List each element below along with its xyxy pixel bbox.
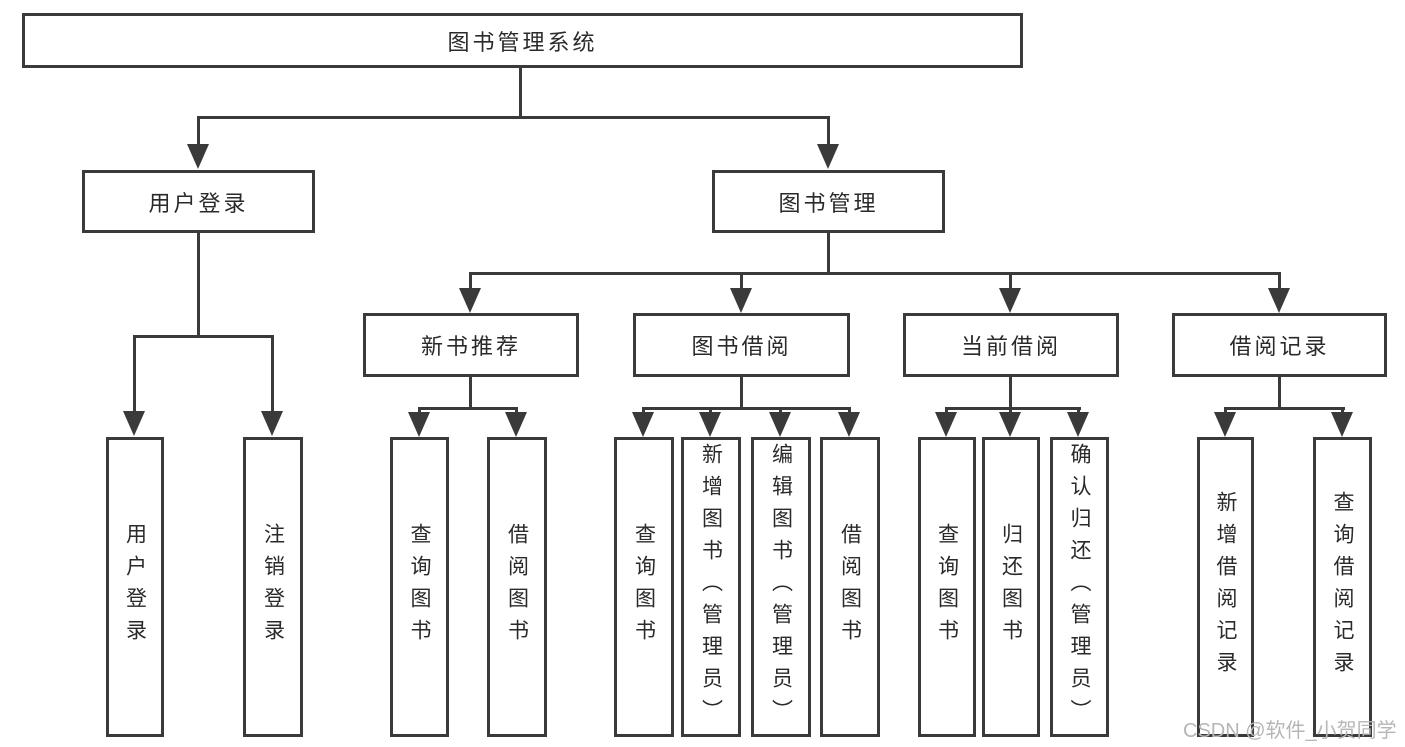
connector-line <box>642 407 851 410</box>
node-label: 图书管理 <box>778 190 879 216</box>
leaf-label: 查询图书 <box>935 523 959 651</box>
arrowhead-down-icon <box>1214 412 1236 437</box>
node-new-book-recommendation: 新书推荐 <box>363 313 579 377</box>
leaf-label: 查询借阅记录 <box>1331 491 1354 683</box>
connector-line <box>709 407 712 414</box>
connector-line <box>418 407 421 414</box>
arrowhead-down-icon <box>459 288 481 313</box>
arrowhead-down-icon <box>699 412 721 437</box>
leaf-confirm-return-admin: 确认归还（管理员） <box>1050 437 1109 737</box>
connector-line <box>827 233 830 275</box>
node-user-login: 用户登录 <box>82 170 315 233</box>
leaf-borrow-books: 借阅图书 <box>820 437 880 737</box>
arrowhead-down-icon <box>999 288 1021 313</box>
leaf-add-books-admin: 新增图书（管理员） <box>681 437 741 737</box>
leaf-label: 注销登录 <box>261 523 285 651</box>
connector-line <box>1009 377 1012 410</box>
arrowhead-down-icon <box>769 412 791 437</box>
leaf-query-borrow-record: 查询借阅记录 <box>1313 437 1372 737</box>
connector-line <box>519 68 522 117</box>
connector-line <box>945 407 948 414</box>
leaf-logout: 注销登录 <box>243 437 303 737</box>
leaf-label: 编辑图书（管理员） <box>769 443 793 731</box>
node-borrowing-records: 借阅记录 <box>1172 313 1387 377</box>
node-label: 借阅记录 <box>1229 334 1330 359</box>
connector-line <box>848 407 851 414</box>
leaf-query-books-borrowing: 查询图书 <box>614 437 674 737</box>
arrowhead-down-icon <box>408 412 430 437</box>
leaf-label: 查询图书 <box>408 523 431 651</box>
connector-line <box>515 407 518 414</box>
arrowhead-down-icon <box>935 412 957 437</box>
connector-line <box>197 116 200 146</box>
connector-line <box>1278 377 1281 410</box>
arrowhead-down-icon <box>730 288 752 313</box>
arrowhead-down-icon <box>838 412 860 437</box>
connector-line <box>1009 407 1012 414</box>
leaf-add-borrow-record: 新增借阅记录 <box>1197 437 1254 737</box>
connector-line <box>469 272 1281 275</box>
leaf-user-login: 用户登录 <box>106 437 164 737</box>
leaf-query-books-current: 查询图书 <box>918 437 976 737</box>
leaf-query-books-recommend: 查询图书 <box>390 437 449 737</box>
arrowhead-down-icon <box>817 144 839 169</box>
connector-line <box>197 233 200 337</box>
connector-line <box>418 407 518 410</box>
leaf-return-books: 归还图书 <box>982 437 1040 737</box>
connector-line <box>469 272 472 290</box>
arrowhead-down-icon <box>1268 288 1290 313</box>
node-library-management-system: 图书管理系统 <box>22 13 1023 68</box>
connector-line <box>827 116 830 146</box>
arrowhead-down-icon <box>261 411 283 436</box>
connector-line <box>642 407 645 414</box>
node-current-borrowing: 当前借阅 <box>903 313 1119 377</box>
arrowhead-down-icon <box>1067 412 1089 437</box>
leaf-borrow-books-recommend: 借阅图书 <box>487 437 547 737</box>
connector-line <box>1341 407 1344 414</box>
leaf-label: 查询图书 <box>632 523 656 651</box>
connector-line <box>1009 272 1012 290</box>
connector-line <box>740 272 743 290</box>
connector-line <box>779 407 782 414</box>
node-label: 图书借阅 <box>691 334 792 359</box>
connector-line <box>1224 407 1345 410</box>
leaf-label: 借阅图书 <box>838 523 862 651</box>
node-book-management: 图书管理 <box>712 170 945 233</box>
arrowhead-down-icon <box>505 412 527 437</box>
leaf-label: 确认归还（管理员） <box>1068 443 1091 731</box>
watermark: CSDN @软件_小贺同学 <box>1183 720 1397 742</box>
arrowhead-down-icon <box>187 144 209 169</box>
arrowhead-down-icon <box>1331 412 1353 437</box>
connector-line <box>197 116 830 119</box>
connector-line <box>945 407 1081 410</box>
leaf-label: 归还图书 <box>999 523 1023 651</box>
connector-line <box>469 377 472 410</box>
leaf-label: 新增图书（管理员） <box>699 443 723 731</box>
node-book-borrowing: 图书借阅 <box>633 313 850 377</box>
node-label: 用户登录 <box>148 190 249 216</box>
connector-line <box>1224 407 1227 414</box>
node-label: 图书管理系统 <box>447 29 598 55</box>
connector-line <box>271 335 274 413</box>
connector-line <box>133 335 136 413</box>
connector-line <box>133 335 274 338</box>
leaf-label: 借阅图书 <box>505 523 529 651</box>
connector-line <box>740 377 743 410</box>
leaf-label: 新增借阅记录 <box>1214 491 1237 683</box>
connector-line <box>1278 272 1281 290</box>
leaf-edit-books-admin: 编辑图书（管理员） <box>751 437 811 737</box>
leaf-label: 用户登录 <box>123 523 147 651</box>
node-label: 当前借阅 <box>960 334 1061 359</box>
arrowhead-down-icon <box>123 411 145 436</box>
arrowhead-down-icon <box>999 412 1021 437</box>
connector-line <box>1077 407 1080 414</box>
arrowhead-down-icon <box>632 412 654 437</box>
node-label: 新书推荐 <box>420 334 521 359</box>
